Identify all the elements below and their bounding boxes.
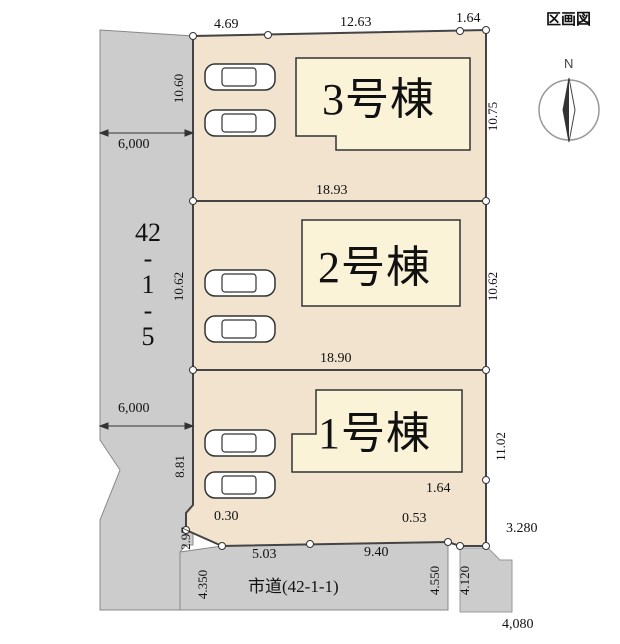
dim-lot2-right: 10.62 [485, 271, 501, 302]
adjacent-lot-label: 42 - 1 - 5 [128, 220, 168, 350]
dim-top-b: 12.63 [340, 15, 372, 30]
building-2-shape [301, 219, 461, 307]
dim-top-c: 1.64 [456, 11, 481, 26]
dim-diag-left: 2.97 [177, 527, 193, 550]
adjacent-lot-line4: - [143, 296, 153, 325]
dim-road-bottom: 4,080 [502, 617, 534, 632]
dim-top-a: 4.69 [214, 17, 239, 32]
dim-corner-left: 0.30 [214, 509, 239, 524]
dim-road-right: 4.120 [457, 565, 473, 596]
dim-lot3-bottom: 18.93 [316, 183, 348, 198]
dim-setback-lower: 6,000 [118, 401, 150, 416]
dim-lot3-right: 10.75 [485, 101, 501, 132]
dim-lot1-right: 11.02 [492, 432, 508, 461]
adjacent-lot-line5: 5 [141, 322, 155, 351]
north-label: N [564, 56, 574, 71]
car-icon [204, 315, 276, 343]
building-3-label: 3号棟 [322, 75, 435, 124]
map-title: 区画図 [546, 11, 592, 28]
dim-lot2-left: 10.62 [171, 271, 187, 302]
building-1-label: 1号棟 [318, 409, 431, 458]
car-icon [204, 269, 276, 297]
adjacent-lot-line2: - [143, 244, 153, 273]
car-icon [204, 63, 276, 91]
car-icon [204, 109, 276, 137]
dim-bottom-b: 9.40 [364, 545, 389, 560]
dim-setback-upper: 6,000 [118, 137, 150, 152]
boundary-markers [182, 26, 490, 550]
dim-road-far: 3.280 [506, 521, 538, 536]
dim-road-mid: 4.550 [427, 565, 443, 596]
dim-corner-right: 1.64 [426, 481, 451, 496]
road-label: 市道(42-1-1) [248, 577, 339, 596]
dim-lot1-left: 8.81 [171, 455, 187, 478]
dim-lot2-bottom: 18.90 [320, 351, 352, 366]
building-1-shape [291, 389, 463, 473]
setback-upper-arrow [98, 129, 195, 137]
building-2-label: 2号棟 [318, 243, 431, 292]
adjacent-lot-line1: 42 [135, 218, 161, 247]
car-icon [204, 471, 276, 499]
dim-road-left: 4.350 [195, 569, 211, 600]
dim-bottom-a: 5.03 [252, 547, 277, 562]
dim-corner-small: 0.53 [402, 511, 427, 526]
road-shape [179, 541, 449, 611]
adjacent-lot-line3: 1 [141, 270, 155, 299]
setback-lower-arrow [98, 422, 195, 430]
building-3-shape [295, 57, 471, 151]
car-icon [204, 429, 276, 457]
north-compass [538, 77, 600, 143]
dim-lot3-left: 10.60 [171, 73, 187, 104]
